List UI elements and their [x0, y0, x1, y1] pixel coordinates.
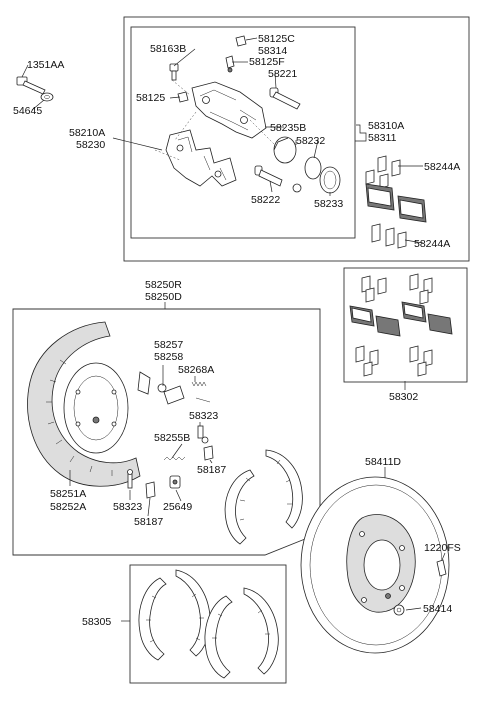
label-58311: 58311: [368, 132, 397, 144]
label-58244A-top: 58244A: [424, 161, 460, 173]
piston-seal-part: [304, 156, 322, 180]
label-58323-lower: 58323: [113, 501, 142, 513]
spring-58255B-part: [163, 456, 186, 461]
label-58244A-bottom: 58244A: [414, 238, 450, 250]
pin-58323-lower-part: [127, 469, 133, 489]
label-58302: 58302: [389, 391, 418, 403]
pad-clip-upper-part: [365, 155, 401, 189]
label-58411D: 58411D: [365, 456, 401, 468]
label-58187-upper: 58187: [197, 464, 226, 476]
label-58233: 58233: [314, 198, 343, 210]
label-58323-upper: 58323: [189, 410, 218, 422]
label-58255B: 58255B: [154, 432, 190, 444]
label-58210A: 58210A: [69, 127, 105, 139]
bolt-1351AA-part: [16, 76, 46, 95]
label-58125F: 58125F: [249, 56, 285, 68]
label-58314: 58314: [258, 45, 287, 57]
label-58221: 58221: [268, 68, 297, 80]
label-58222: 58222: [251, 194, 280, 206]
sensor-25649-part: [169, 475, 181, 489]
label-58414: 58414: [423, 603, 452, 615]
screw-1220FS-part: [436, 559, 447, 577]
clip-58187-upper-part: [203, 445, 214, 461]
spring-58268A-part: [191, 381, 211, 403]
label-58187-lower: 58187: [134, 516, 163, 528]
label-58250R: 58250R: [145, 279, 182, 291]
pad-clip-lower-part: [371, 223, 407, 249]
pad-kit-frame: [343, 267, 468, 383]
bleeder-screw-part: [225, 35, 247, 73]
washer-54645-part: [40, 92, 54, 102]
leader-lines: [21, 37, 446, 622]
caliper-bracket-part: [165, 129, 237, 187]
label-58125C: 58125C: [258, 33, 295, 45]
shoe-kit-frame: [129, 564, 287, 684]
label-58257: 58257: [154, 339, 183, 351]
pin-58323-upper-part: [197, 425, 209, 444]
label-58230: 58230: [76, 139, 105, 151]
label-54645: 54645: [13, 105, 42, 117]
label-58125: 58125: [136, 92, 165, 104]
piston-part: [273, 136, 297, 164]
adjuster-part: [157, 383, 185, 405]
parking-brake-frame: [12, 308, 321, 556]
clip-58187-lower-part: [145, 481, 156, 499]
label-58252A: 58252A: [50, 501, 86, 513]
guide-pin-part: [269, 87, 301, 110]
label-58232: 58232: [296, 135, 325, 147]
label-58235B: 58235B: [270, 122, 306, 134]
lower-pin-part: [254, 165, 302, 193]
caliper-inner-frame: [130, 26, 356, 239]
label-58305: 58305: [82, 616, 111, 628]
nut-58414-part: [393, 604, 405, 616]
label-1220FS: 1220FS: [424, 542, 461, 554]
caliper-housing-part: [191, 81, 267, 139]
guide-boot-part: [177, 91, 189, 103]
parking-shoe-part: [224, 449, 303, 545]
backing-plate-part: [27, 321, 151, 487]
pad-kit-part: [349, 273, 453, 377]
label-58163B: 58163B: [150, 43, 186, 55]
brake-disc-part: [300, 476, 450, 654]
label-1351AA: 1351AA: [27, 59, 64, 71]
shoe-kit-part: [138, 569, 279, 679]
brake-pad-part: [365, 183, 427, 223]
caliper-assembly-frame: [123, 16, 470, 262]
label-58258: 58258: [154, 351, 183, 363]
label-58251A: 58251A: [50, 488, 86, 500]
label-25649: 25649: [163, 501, 192, 513]
label-58268A: 58268A: [178, 364, 214, 376]
guide-bolt-part: [169, 63, 179, 81]
label-58310A: 58310A: [368, 120, 404, 132]
label-58250D: 58250D: [145, 291, 182, 303]
